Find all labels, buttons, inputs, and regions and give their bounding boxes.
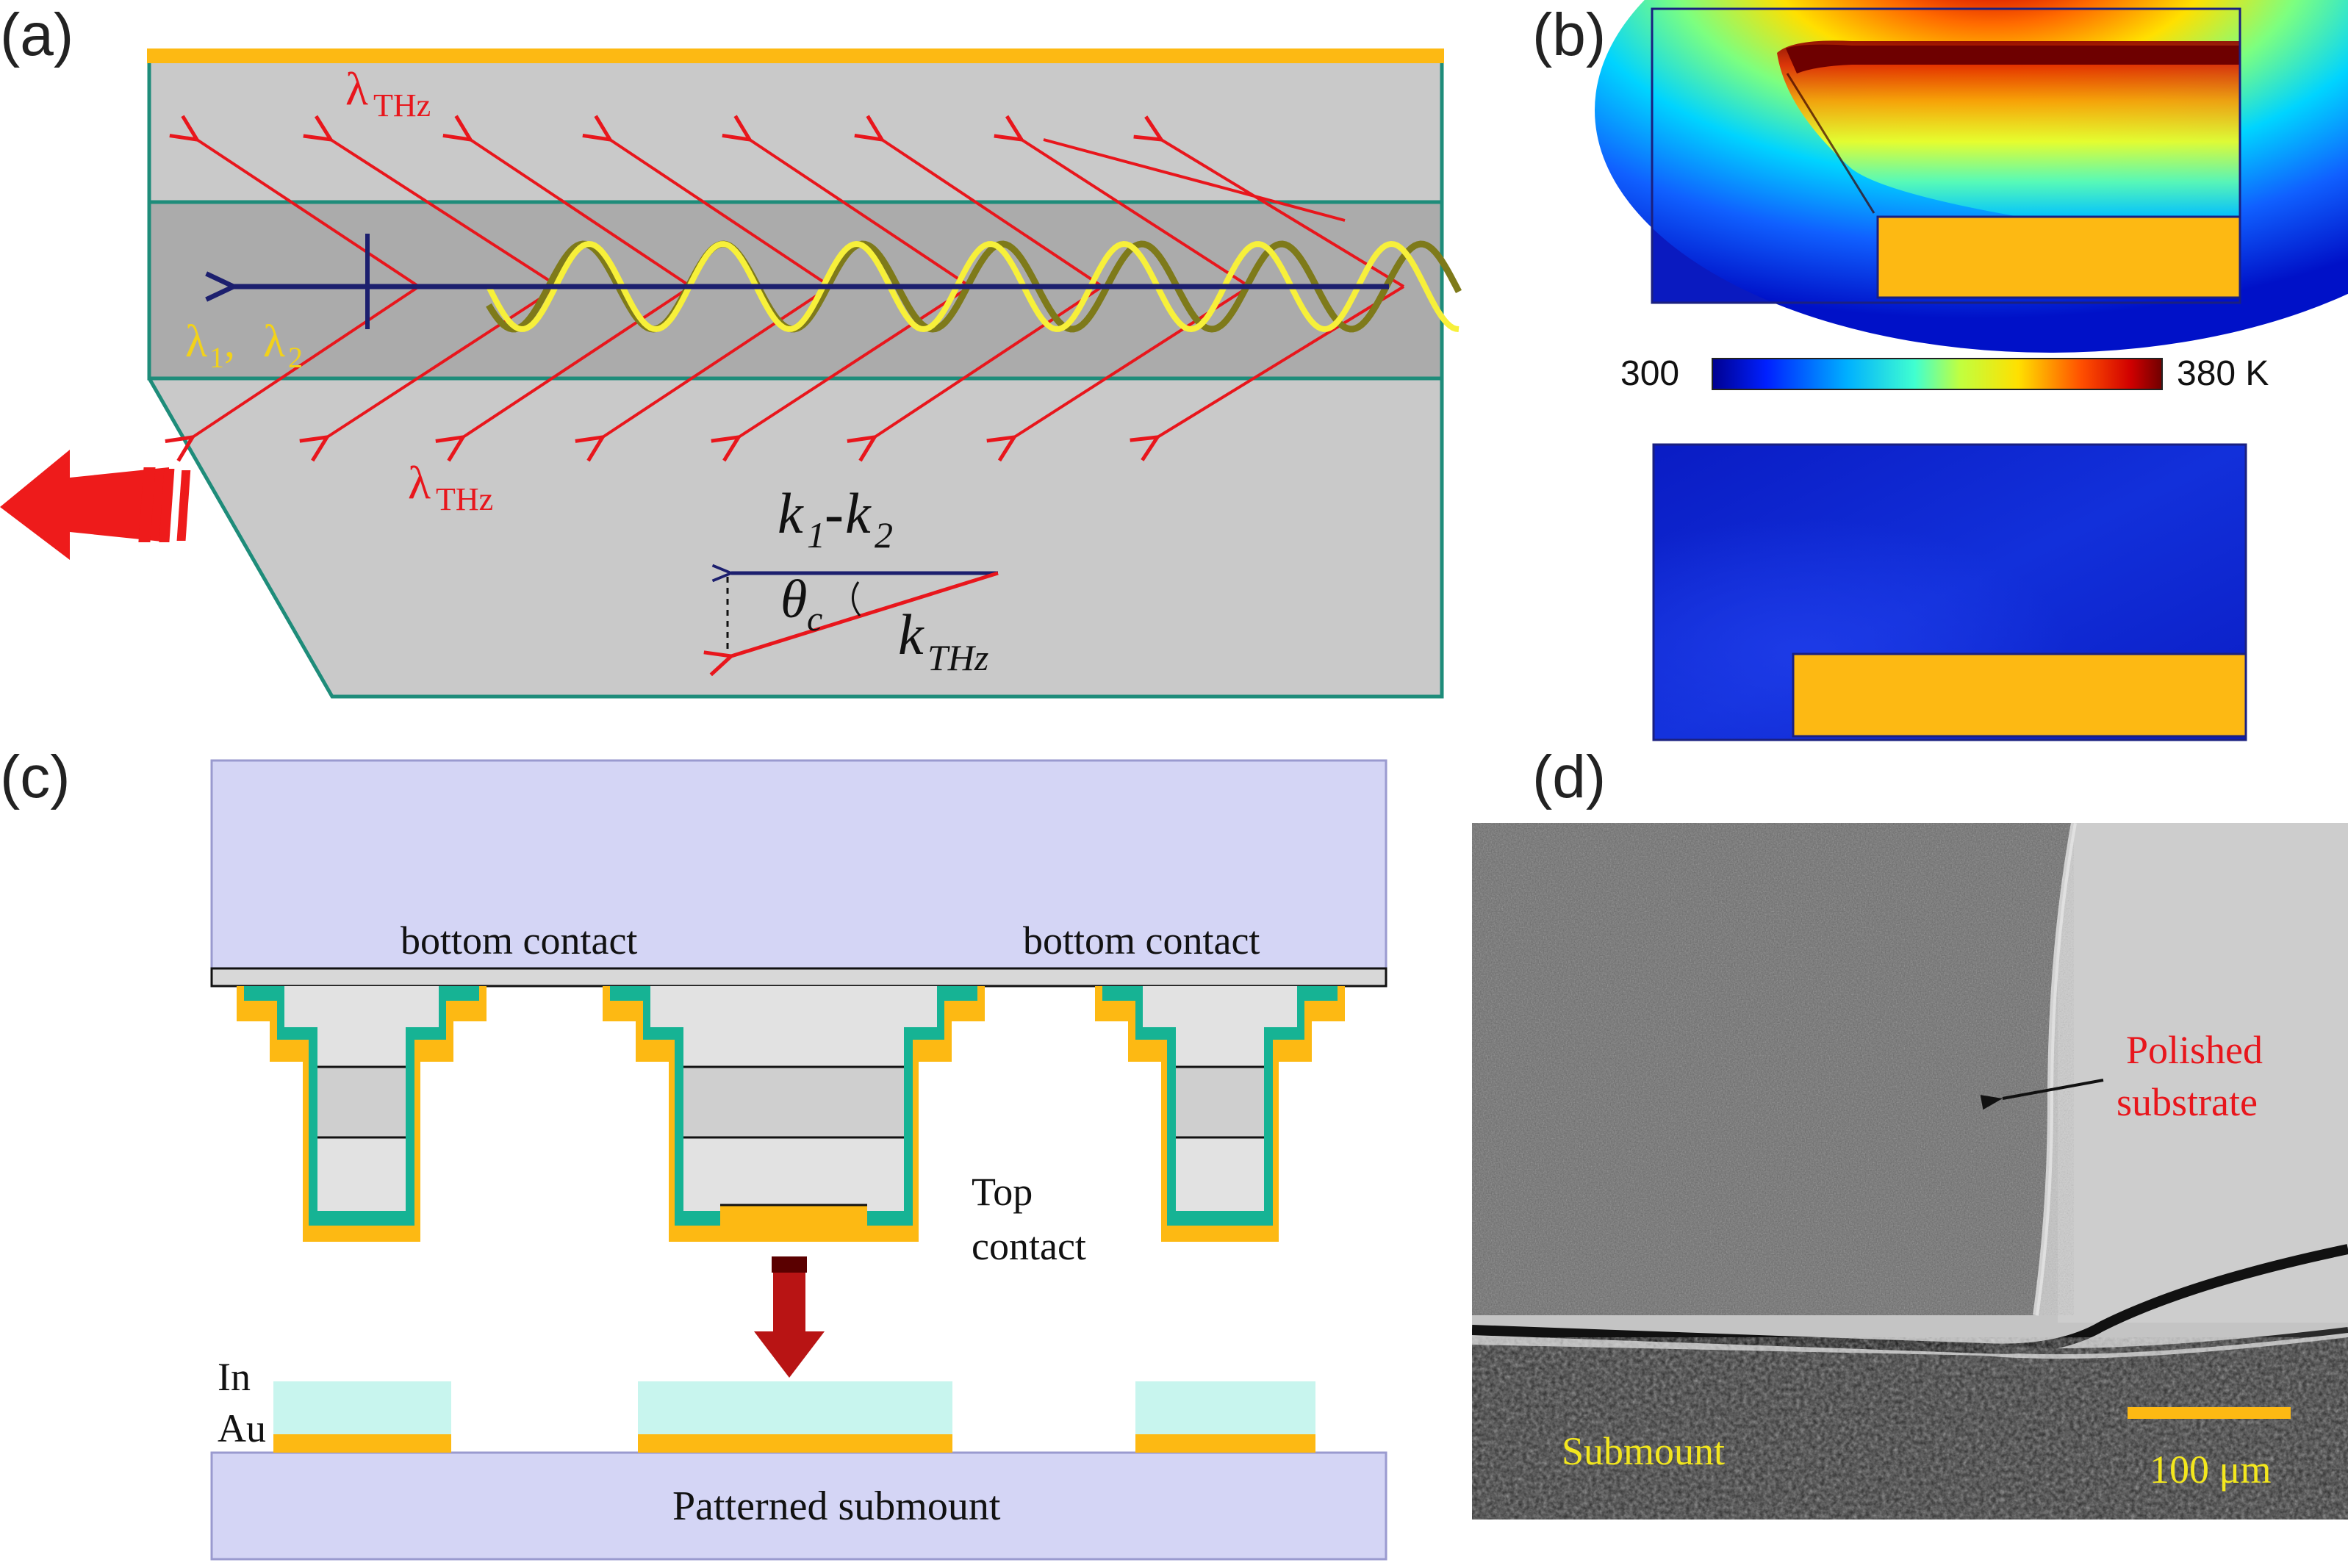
ridge-center-active-band bbox=[683, 1067, 904, 1137]
bottom-contact-right-label: bottom contact bbox=[1023, 918, 1260, 963]
pad-left-indium bbox=[273, 1381, 451, 1434]
cherenkov-triangle bbox=[728, 573, 999, 656]
au-label: Au bbox=[218, 1406, 266, 1450]
svg-text:THz: THz bbox=[373, 87, 431, 123]
svg-text:,: , bbox=[224, 317, 235, 366]
flip-arrow-icon bbox=[754, 1256, 825, 1378]
svg-text:THz: THz bbox=[436, 481, 493, 517]
thz-rays-bottom bbox=[193, 285, 1405, 437]
top-gold-contact bbox=[147, 48, 1444, 63]
colorbar-max-label: 380 K bbox=[2177, 354, 2269, 393]
ridges bbox=[237, 986, 1345, 1242]
panel-c-label: (c) bbox=[0, 744, 71, 810]
submount-pads bbox=[273, 1381, 1315, 1453]
ridge-center-top-contact bbox=[720, 1205, 867, 1226]
panel-b: (b) 300 380 K bbox=[1532, 0, 2348, 741]
polished-label-line1: Polished bbox=[2126, 1028, 2263, 1072]
thz-rays-top bbox=[197, 140, 1405, 288]
panel-d-label: (d) bbox=[1532, 744, 1606, 810]
svg-text:1: 1 bbox=[807, 514, 825, 555]
svg-text:k: k bbox=[778, 481, 804, 545]
panel-c: (c) bottom contact bottom contact Top co… bbox=[0, 744, 1387, 1561]
top-contact-label-line2: contact bbox=[972, 1224, 1086, 1268]
pad-center-gold bbox=[638, 1434, 952, 1453]
scale-bar-label: 100 μm bbox=[2150, 1447, 2271, 1492]
panel-a: (a) bbox=[0, 1, 1462, 699]
lambda-thz-bottom-label: λ THz bbox=[408, 456, 493, 517]
pad-right-gold bbox=[1135, 1434, 1315, 1453]
k-thz-label: k THz bbox=[898, 603, 988, 678]
ridge-right-active-band bbox=[1176, 1067, 1264, 1137]
top-contact-label-line1: Top bbox=[972, 1170, 1033, 1214]
pump-wave-yellow bbox=[486, 240, 1460, 333]
pad-center-indium bbox=[638, 1381, 952, 1434]
active-region bbox=[147, 200, 1444, 381]
emission-arrow-icon bbox=[0, 450, 191, 560]
svg-text:θ: θ bbox=[780, 569, 807, 630]
svg-text:1: 1 bbox=[209, 341, 224, 374]
lambda-thz-top-label: λ THz bbox=[345, 62, 431, 123]
polished-label-line2: substrate bbox=[2117, 1080, 2258, 1124]
patterned-submount bbox=[210, 1451, 1387, 1561]
svg-text:THz: THz bbox=[927, 637, 988, 678]
panel-b-label: (b) bbox=[1532, 1, 1606, 68]
ridge-left-active-band bbox=[317, 1067, 406, 1137]
svg-text:k: k bbox=[898, 603, 925, 666]
panel-d: (d) Polished substrate Submount 100 μm bbox=[1472, 744, 2348, 1520]
svg-text:λ: λ bbox=[408, 456, 431, 508]
svg-text:λ: λ bbox=[185, 317, 207, 367]
pad-right-indium bbox=[1135, 1381, 1315, 1434]
lambda-pump-label: λ 1 , λ 2 bbox=[185, 317, 303, 374]
panel-a-label: (a) bbox=[0, 1, 73, 68]
sem-image bbox=[1472, 823, 2348, 1520]
substrate bbox=[210, 759, 1387, 970]
colorbar-min-label: 300 bbox=[1620, 354, 1679, 393]
in-label: In bbox=[218, 1355, 251, 1399]
temperature-colorbar: 300 380 K bbox=[1620, 354, 2269, 393]
pad-left-gold bbox=[273, 1434, 451, 1453]
sem-submount-label: Submount bbox=[1562, 1429, 1725, 1473]
thermal-map-hot bbox=[1595, 0, 2348, 353]
svg-text:2: 2 bbox=[288, 341, 303, 374]
svg-text:λ: λ bbox=[263, 317, 285, 367]
bottom-contact-layer bbox=[210, 967, 1387, 988]
k-diff-label: k 1 - k 2 bbox=[778, 481, 893, 555]
svg-text:-: - bbox=[825, 481, 844, 545]
bottom-contact-left-label: bottom contact bbox=[401, 918, 637, 963]
svg-text:λ: λ bbox=[345, 62, 368, 115]
svg-text:k: k bbox=[845, 481, 872, 545]
theta-c-label: θ c bbox=[780, 569, 822, 639]
svg-text:c: c bbox=[807, 600, 822, 639]
thermal-map-cool bbox=[1652, 443, 2247, 741]
submount-label: Patterned submount bbox=[672, 1484, 1001, 1529]
svg-text:2: 2 bbox=[875, 514, 893, 555]
